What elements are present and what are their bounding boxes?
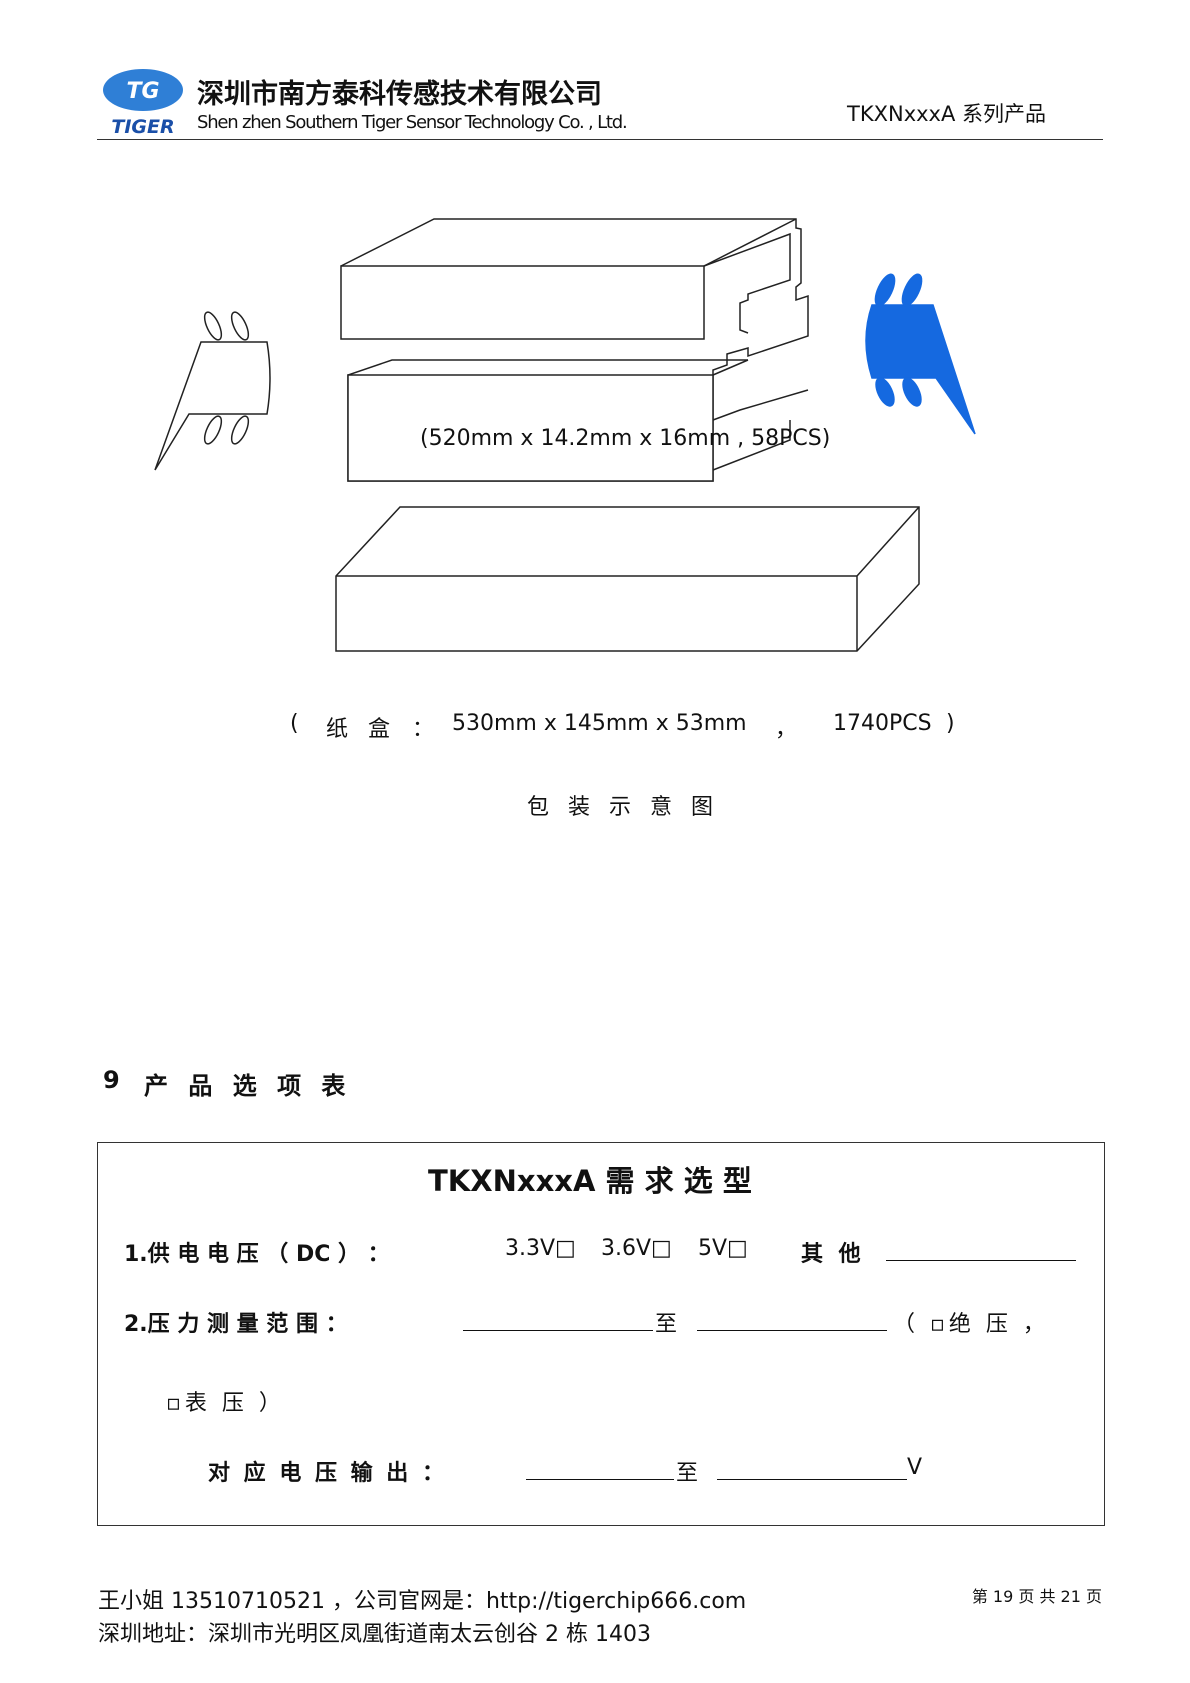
option-other-label: 其 他 [801, 1242, 865, 1267]
company-name-cn: 深圳市南方泰科传感技术有限公司 [197, 79, 602, 110]
output-to: 至 [676, 1461, 699, 1486]
header-divider [97, 139, 1103, 140]
absolute-pressure-option[interactable]: （ ▫绝 压 ， [893, 1312, 1049, 1337]
pressure-max-field[interactable] [697, 1310, 887, 1331]
caption-label-2: 盒 [368, 717, 391, 742]
output-min-field[interactable] [526, 1459, 674, 1480]
pressure-min-field[interactable] [463, 1310, 653, 1331]
diagram-title: 包 装 示 意 图 [527, 795, 719, 820]
other-voltage-field[interactable] [886, 1240, 1076, 1261]
company-name-en: Shen zhen Southern Tiger Sensor Technolo… [197, 112, 628, 133]
gauge-pressure-option[interactable]: ▫表 压 ） [166, 1391, 285, 1416]
profile-caption: (520mm x 14.2mm x 16mm , 58PCS) [420, 426, 831, 451]
footer-address: 深圳地址：深圳市光明区凤凰街道南太云创谷 2 栋 1403 [98, 1622, 651, 1647]
output-unit: V [907, 1455, 923, 1480]
aluminum-profile [340, 218, 809, 482]
caption-paren-open: ( [290, 711, 299, 736]
output-voltage-label: 对 应 电 压 输 出 ： [208, 1461, 447, 1486]
footer-contact: 王小姐 13510710521 ，公司官网是：http://tigerchip6… [98, 1589, 747, 1614]
caption-colon: ： [412, 717, 435, 742]
section-number: 9 [103, 1066, 120, 1094]
caption-comma: ， [775, 717, 798, 742]
pressure-range-label: 2.压 力 测 量 范 围 ： [124, 1312, 348, 1337]
caption-paren-close: ) [946, 711, 955, 736]
left-clip-outline [154, 311, 271, 471]
requirement-form [97, 1142, 1105, 1526]
svg-text:TG: TG [126, 79, 159, 104]
output-max-field[interactable] [717, 1459, 907, 1480]
section-title: 产 品 选 项 表 [144, 1072, 352, 1100]
product-series: TKXNxxxA 系列产品 [847, 102, 1047, 126]
page-number: 第 19 页 共 21 页 [971, 1587, 1102, 1606]
profile-drawing [154, 218, 976, 652]
carton-box-drawing [335, 506, 920, 652]
supply-voltage-label: 1.供 电 电 压 （ DC ） ： [124, 1242, 390, 1267]
form-title: TKXNxxxA 需 求 选 型 [428, 1164, 752, 1198]
blue-clip [865, 273, 976, 435]
pressure-to: 至 [655, 1312, 678, 1337]
svg-text:TIGER: TIGER [111, 116, 174, 138]
caption-dims: 530mm x 145mm x 53mm [452, 711, 747, 736]
caption-label-1: 纸 [326, 717, 349, 742]
option-5v[interactable]: 5V□ [698, 1236, 748, 1261]
company-logo: TG TIGER [103, 69, 183, 138]
caption-qty: 1740PCS [833, 711, 932, 736]
option-3v6[interactable]: 3.6V□ [601, 1236, 672, 1261]
option-3v3[interactable]: 3.3V□ [505, 1236, 576, 1261]
